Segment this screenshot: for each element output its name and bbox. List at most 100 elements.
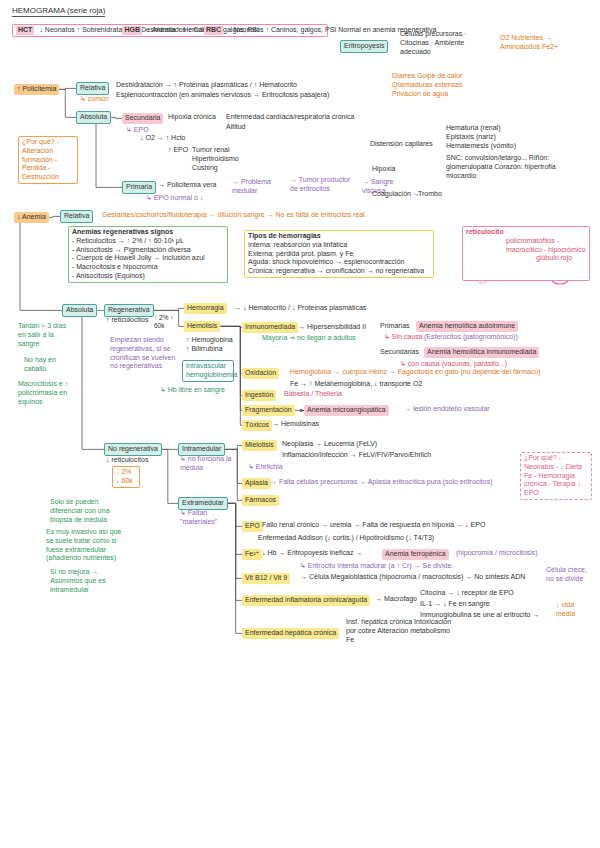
- node-text: Regenerativa: [108, 306, 150, 315]
- note-text: Hematuria (renal) Epistaxis (nariz) Hema…: [446, 124, 526, 150]
- note-text: Tumor renal Hipertiroidismo Cushing: [192, 146, 252, 172]
- concept-box: Hemólisis: [184, 321, 220, 332]
- note-text: Empiezan siendo regenerativas, si se cro…: [110, 336, 176, 371]
- note-text: Distensión capilares: [370, 140, 433, 149]
- node-text: Externa: pérdida prot. plasm. y Fe: [248, 250, 430, 259]
- note-text: Coagulación →: [372, 190, 420, 199]
- concept-box: Tipos de hemorragiasInterna: reabsorción…: [244, 230, 434, 278]
- note-text: Diarrea Golpe de calor Quemaduras extens…: [392, 72, 472, 98]
- concept-box: Relativa: [76, 82, 109, 95]
- node-text: Oxidación: [245, 369, 276, 378]
- note-text: Altitud: [226, 123, 245, 132]
- node-text: Fragmentación: [245, 406, 292, 415]
- node-text: Absoluta: [80, 113, 107, 122]
- note-text: ↳ no funciona la médula: [180, 455, 232, 473]
- node-text: reticulocito: [466, 228, 586, 237]
- note-text: ↳ EPO: [126, 126, 149, 135]
- concept-box: Anemias regenerativas signos- Reticuloci…: [68, 226, 228, 283]
- note-text: Hemoglobina → cuerpos Heinz → Fagocitosi…: [290, 368, 541, 377]
- note-text: ↳ Sin causa: [384, 333, 423, 342]
- note-text: Gestantes/cachorros/fluidoterapia → dilu…: [102, 211, 367, 220]
- note-text: → Policitemia vera: [158, 181, 216, 190]
- node-text: Enfermedad inflamatoria crónica/aguda: [245, 596, 367, 605]
- concept-box: Enfermedad hepática crónica: [242, 628, 339, 639]
- node-text: EPO: [245, 522, 260, 531]
- note-text: SNC: convulsión/letargo... Riñón: glomer…: [446, 154, 556, 180]
- tree-connector: [228, 503, 242, 578]
- node-text: Tipos de hemorragias: [248, 232, 430, 241]
- note-text: Enfermedad cardíaca/respiratoria crónica: [226, 113, 354, 122]
- note-text: Esplenocontracción (en animales nervioso…: [116, 91, 329, 100]
- concept-box: Anemia microangiopática: [304, 405, 389, 416]
- node-text: Interna: reabsorción vía linfática: [248, 241, 430, 250]
- tree-connector: [49, 216, 60, 217]
- concept-box: ↑ Policitemia: [14, 84, 59, 95]
- concept-box: Vit B12 / Vit 9: [242, 573, 290, 584]
- node-text: Fármacos: [245, 496, 276, 505]
- note-text: Hipoxia crónica: [168, 113, 216, 122]
- note-text: Enfermedad Addison (↓ cortis.) / Hipotir…: [258, 534, 434, 543]
- note-text: No hay en caballo: [24, 356, 69, 374]
- node-text: ↓ Neonatos ↑ Sobrehidratados ↑ Deshidrat…: [39, 26, 117, 35]
- note-text: Babesia / Theileria: [284, 390, 342, 399]
- note-text: ↑ reticulocitos: [106, 316, 148, 325]
- node-text: Anemia microangiopática: [307, 406, 386, 415]
- tree-connector: [225, 445, 242, 449]
- note-text: Si no mejora → Asumimos que es intramedu…: [50, 568, 125, 594]
- node-text: No regenerativa: [108, 445, 158, 454]
- tree-connector: [225, 449, 242, 483]
- node-text: glóbulo rojo: [536, 254, 586, 263]
- node-text: Crónica: regenerativa → cronificación → …: [248, 267, 430, 276]
- note-text: → Hemolisinas: [272, 420, 319, 429]
- node-text: ¿Por qué? - Neonatos - ↓ Dieta Fe - Hemo…: [524, 454, 588, 498]
- note-text: Es muy invasivo así que se suele tratar …: [46, 528, 130, 563]
- node-text: Fe²⁺: [245, 550, 259, 559]
- note-text: ↳ EPO normal o ↓: [146, 194, 203, 203]
- concept-box: Enfermedad inflamatoria crónica/aguda: [242, 595, 370, 606]
- concept-box: reticulocitopolicromatófilos - macrocíti…: [462, 226, 590, 281]
- node-text: ↓ Neonatos ↑ Caninos, galgos, PSI Normal…: [228, 26, 324, 35]
- note-text: ↳ común: [80, 95, 109, 104]
- node-text: Absoluta: [66, 306, 93, 315]
- note-text: Mayoría ⇒ no llegan a adultos: [262, 334, 356, 343]
- note-text: IL-1 → ↓ Fe en sangre: [420, 600, 490, 609]
- note-text: Deshidratación → ↑ Proteínas plasmáticas…: [116, 81, 297, 90]
- tree-connector: [20, 223, 62, 311]
- node-text: Anemias regenerativas signos: [72, 228, 224, 237]
- note-text: ↑ EPO: [168, 146, 188, 155]
- concept-box: Intravascular hemoglobinemia: [182, 360, 234, 382]
- note-text: Citocina → ↓ receptor de EPO: [420, 589, 514, 598]
- concept-box: No regenerativa: [104, 443, 162, 456]
- node-text: ↓ 2% ↓ 60k: [116, 468, 136, 486]
- node-text: - Macrocitosis e hipocromía: [72, 263, 224, 272]
- concept-box: Aplasia: [242, 478, 271, 489]
- concept-box: Anemia hemolítica inmunomediada: [424, 347, 539, 358]
- concept-box: Intramedular: [178, 443, 225, 456]
- note-text: (hipocromía / microcitosis): [456, 549, 538, 558]
- node-text: Anemia hemolítica inmunomediada: [427, 348, 536, 357]
- node-text: RBC: [204, 26, 223, 35]
- tree-connector: [59, 89, 76, 117]
- note-text: Insf. hepática crónica Intoxicación por …: [346, 618, 456, 644]
- note-text: → Hipersensibilidad II: [298, 323, 366, 332]
- node-text: Eritropoyesis: [344, 42, 384, 51]
- note-text: ↑ 2% ↑ 60k: [154, 314, 174, 330]
- note-text: ↑ Hemoglobina ↑ Bilirrubina: [186, 336, 234, 354]
- note-text: Neoplasia → Leucemia (FeLV): [282, 440, 377, 449]
- tree-connector: [228, 503, 242, 600]
- node-text: - Anisocitosis (Equinos): [72, 272, 224, 281]
- node-text: ↓ Anemia ↑ Hemólisis: [147, 26, 199, 35]
- concept-box: Secundaria: [122, 113, 163, 124]
- node-text: Aguda: shock hipovolémico → esplenocontr…: [248, 258, 430, 267]
- note-text: → Problema medular: [232, 178, 284, 196]
- concept-box: Inmunomediada: [242, 322, 298, 333]
- note-text: → Tumor productor de eritrocitos: [290, 176, 360, 194]
- note-text: → Célula Megaloblástica (hipocromía / ma…: [300, 573, 525, 582]
- concept-box: Fe²⁺: [242, 549, 262, 560]
- node-text: HGB: [122, 26, 142, 35]
- node-text: Tóxicos: [245, 421, 269, 430]
- node-text: Vit B12 / Vit 9: [245, 574, 287, 583]
- page-title: HEMOGRAMA (serie roja): [12, 6, 105, 17]
- tree-connector: [97, 310, 104, 311]
- concept-box: ¿Por qué? - Neonatos - ↓ Dieta Fe - Hemo…: [520, 452, 592, 500]
